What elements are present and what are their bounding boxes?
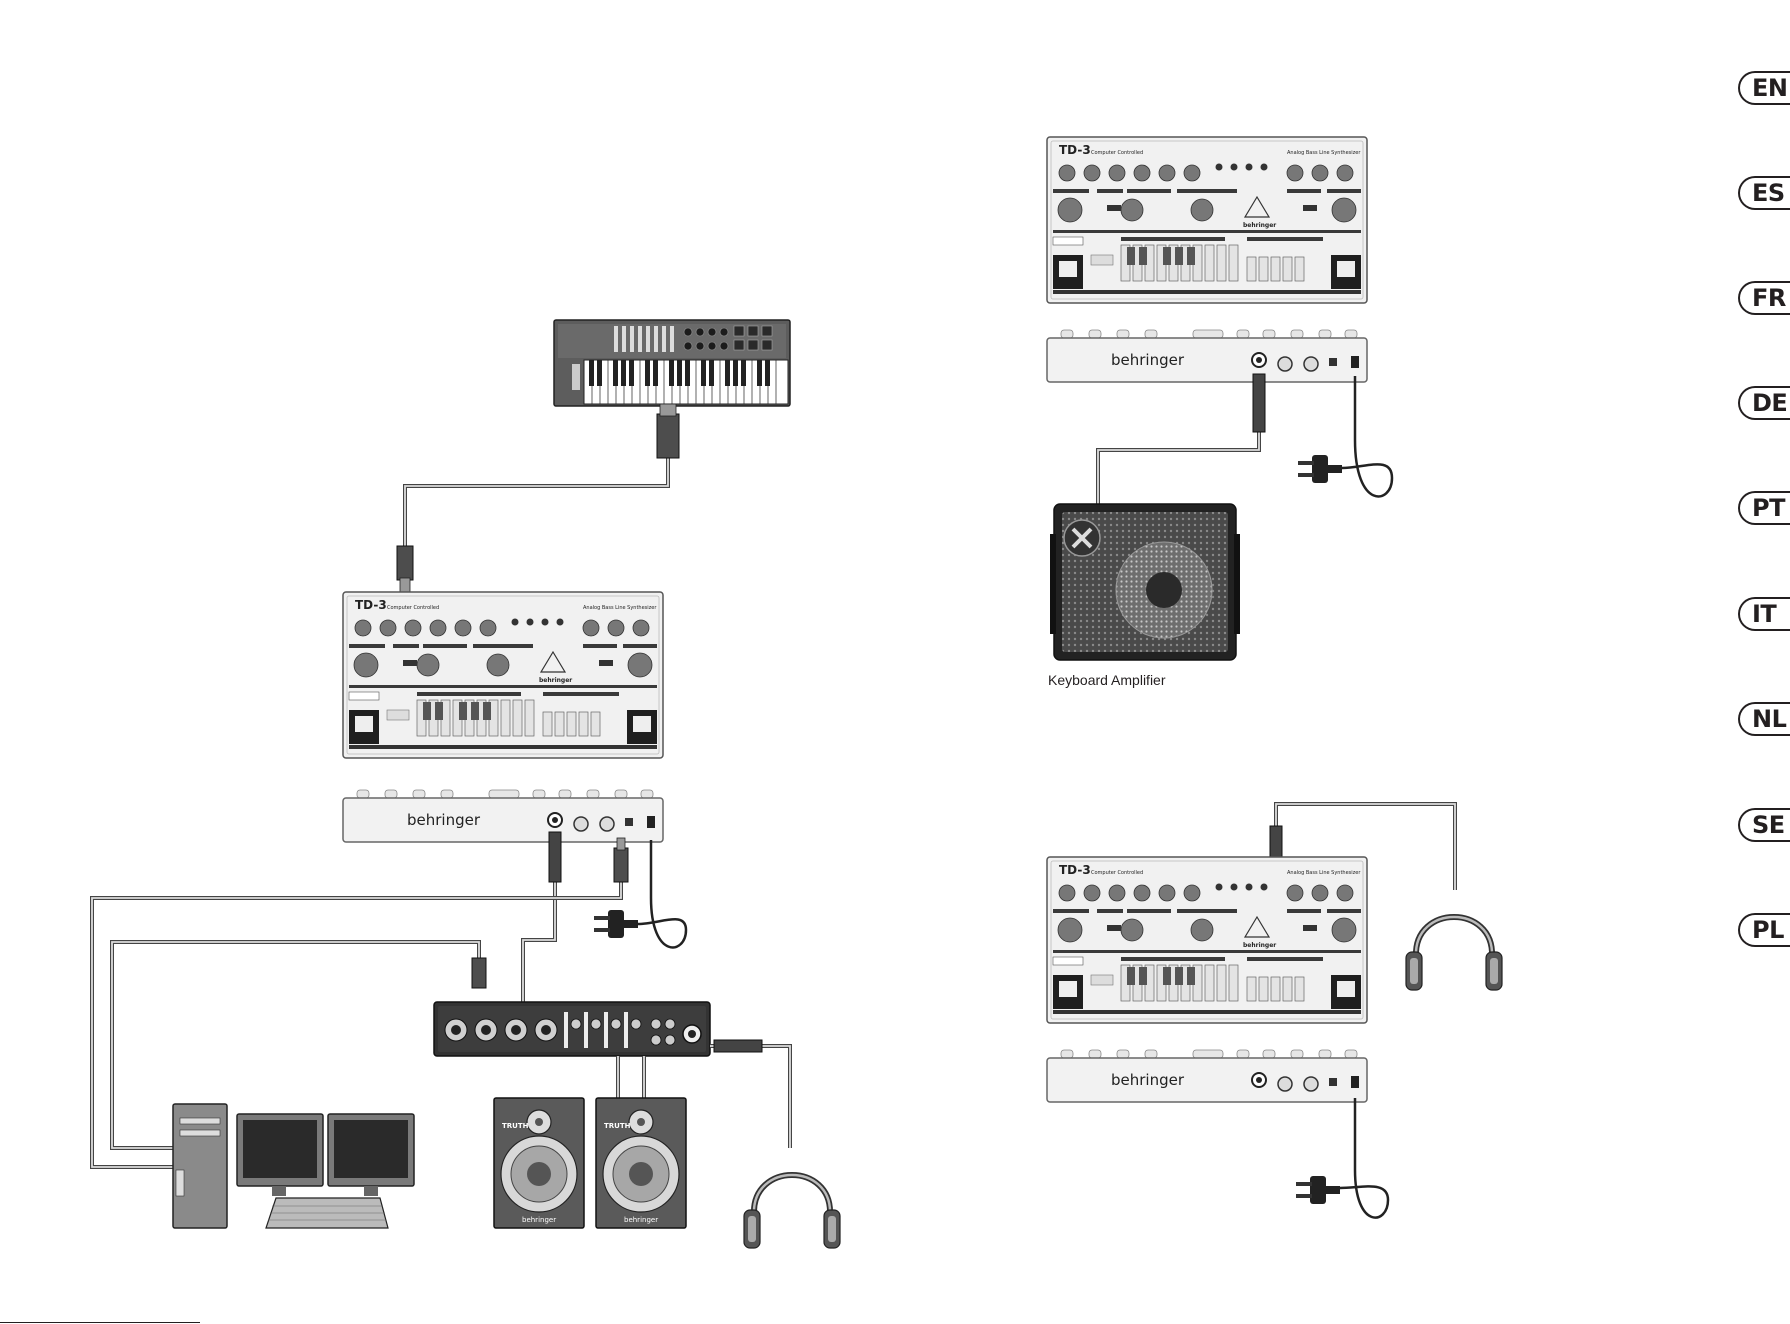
synth-product-line-label: Analog Bass Line Synthesizer xyxy=(583,605,657,611)
keyboard-amplifier-label: Keyboard Amplifier xyxy=(1048,672,1166,688)
footer-rule xyxy=(0,1322,200,1323)
synth-brand-label: behringer xyxy=(1243,942,1276,949)
synth-product-line-label: Analog Bass Line Synthesizer xyxy=(1287,150,1361,156)
usb-cable-keyboard xyxy=(397,404,679,592)
td3-synth-rear-bottom-right: behringer xyxy=(1047,1050,1367,1102)
td3-synth-front-bottom-right: TD-3 Computer Controlled Analog Bass Lin… xyxy=(1047,857,1367,1023)
power-cable-left xyxy=(594,840,686,947)
usb-audio-interface xyxy=(434,1002,710,1056)
td3-synth-front-top-right: TD-3 Computer Controlled Analog Bass Lin… xyxy=(1047,137,1367,303)
studio-monitor-left: TRUTH behringer xyxy=(494,1098,584,1228)
monitor-brand-label-left: behringer xyxy=(522,1216,556,1224)
monitor-brand-label-right: behringer xyxy=(624,1216,658,1224)
headphone-cable-left xyxy=(710,1040,790,1148)
monitor-model-label-left: TRUTH xyxy=(502,1122,529,1130)
synth-product-line-label: Analog Bass Line Synthesizer xyxy=(1287,870,1361,876)
headphones-left xyxy=(744,1175,840,1248)
language-tab-nl[interactable]: NL xyxy=(1738,702,1790,736)
computer-workstation xyxy=(173,1104,414,1228)
midi-keyboard-controller xyxy=(554,320,790,406)
synth-rear-brand-label: behringer xyxy=(407,811,481,829)
headphones-bottom-right xyxy=(1406,917,1502,990)
keyboard-amplifier xyxy=(1050,504,1240,660)
synth-rear-brand-label: behringer xyxy=(1111,1071,1185,1089)
language-tab-it[interactable]: IT xyxy=(1738,597,1790,631)
synth-model-label: TD-3 xyxy=(355,598,387,612)
audio-cable-to-interface xyxy=(523,832,561,1003)
synth-rear-brand-label: behringer xyxy=(1111,351,1185,369)
synth-subtitle-label: Computer Controlled xyxy=(1091,150,1143,156)
language-tab-en[interactable]: EN xyxy=(1738,71,1790,105)
td3-synth-rear-left: behringer xyxy=(343,790,663,842)
synth-model-label: TD-3 xyxy=(1059,143,1091,157)
power-cable-top-right xyxy=(1298,376,1392,496)
language-tab-fr[interactable]: FR xyxy=(1738,281,1790,315)
monitor-model-label-right: TRUTH xyxy=(604,1122,631,1130)
language-tab-se[interactable]: SE xyxy=(1738,808,1790,842)
synth-brand-label: behringer xyxy=(539,677,572,684)
synth-subtitle-label: Computer Controlled xyxy=(387,605,439,611)
td3-synth-front-left: TD-3 Computer Controlled Analog Bass Lin… xyxy=(343,592,663,758)
audio-cable-to-amplifier xyxy=(1098,374,1265,510)
studio-monitor-right: TRUTH behringer xyxy=(596,1098,686,1228)
power-cable-bottom-right xyxy=(1296,1098,1388,1218)
speaker-cables xyxy=(618,1056,644,1098)
td3-synth-rear-top-right: behringer xyxy=(1047,330,1367,382)
synth-subtitle-label: Computer Controlled xyxy=(1091,870,1143,876)
language-tab-pt[interactable]: PT xyxy=(1738,491,1790,525)
language-tab-de[interactable]: DE xyxy=(1738,386,1790,420)
language-tab-es[interactable]: ES xyxy=(1738,176,1790,210)
language-tab-pl[interactable]: PL xyxy=(1738,913,1790,947)
synth-brand-label: behringer xyxy=(1243,222,1276,229)
synth-model-label: TD-3 xyxy=(1059,863,1091,877)
